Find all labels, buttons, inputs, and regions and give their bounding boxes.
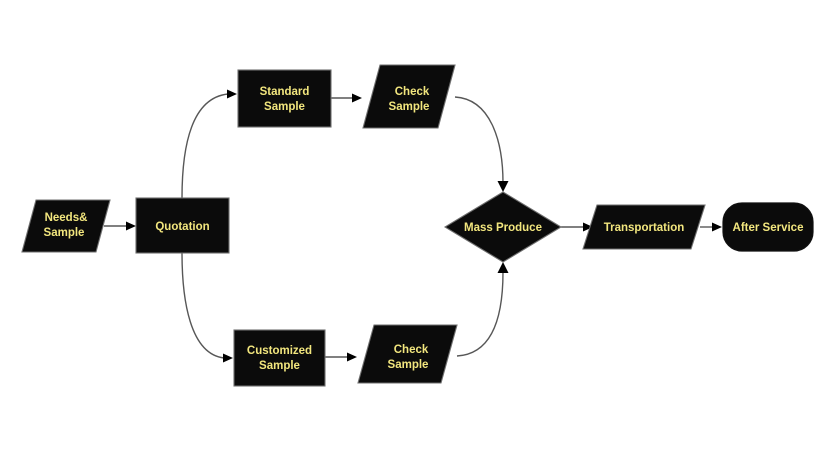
node-check-sample-customized[interactable]: Check Sample <box>357 324 458 384</box>
node-needs-sample-label-line1: Needs& <box>45 212 88 224</box>
node-customized-sample-label-line1: Customized <box>247 345 312 357</box>
node-after-service[interactable]: After Service <box>722 202 814 252</box>
node-check-sample-standard-label-line1: Check <box>395 86 430 98</box>
node-mass-produce-label: Mass Produce <box>464 222 542 234</box>
node-check-sample-customized-label-line2: Sample <box>388 359 429 371</box>
node-needs-sample[interactable]: Needs& Sample <box>21 199 111 253</box>
edge-transportation-to-after-service <box>700 222 722 232</box>
node-customized-sample-label-line2: Sample <box>259 360 300 372</box>
edge-mass-produce-to-transportation <box>561 222 593 232</box>
node-standard-sample-label-line2: Sample <box>264 101 305 113</box>
connector-layer <box>104 89 722 363</box>
node-customized-sample[interactable]: Customized Sample <box>233 329 326 387</box>
edge-quotation-to-customized-sample <box>181 252 233 363</box>
edge-customized-sample-to-check-sample <box>325 352 357 362</box>
node-quotation-label: Quotation <box>155 221 209 233</box>
node-check-sample-standard-label-line2: Sample <box>389 101 430 113</box>
node-quotation[interactable]: Quotation <box>135 197 230 254</box>
edge-check-sample-to-mass-produce-bottom <box>456 262 509 357</box>
edge-quotation-to-standard-sample <box>181 89 237 199</box>
node-transportation[interactable]: Transportation <box>582 204 706 250</box>
edge-needs-to-quotation <box>104 221 136 231</box>
node-check-sample-standard[interactable]: Check Sample <box>362 64 456 129</box>
node-needs-sample-label-line2: Sample <box>44 227 85 239</box>
node-check-sample-customized-label-line1: Check <box>394 344 429 356</box>
node-standard-sample-label-line1: Standard <box>260 86 310 98</box>
edge-check-sample-to-mass-produce-top <box>454 96 509 192</box>
node-mass-produce[interactable]: Mass Produce <box>443 191 563 263</box>
edge-standard-sample-to-check-sample <box>331 93 362 103</box>
node-standard-sample[interactable]: Standard Sample <box>237 69 332 128</box>
node-after-service-label: After Service <box>733 222 804 234</box>
node-transportation-label: Transportation <box>604 222 685 234</box>
